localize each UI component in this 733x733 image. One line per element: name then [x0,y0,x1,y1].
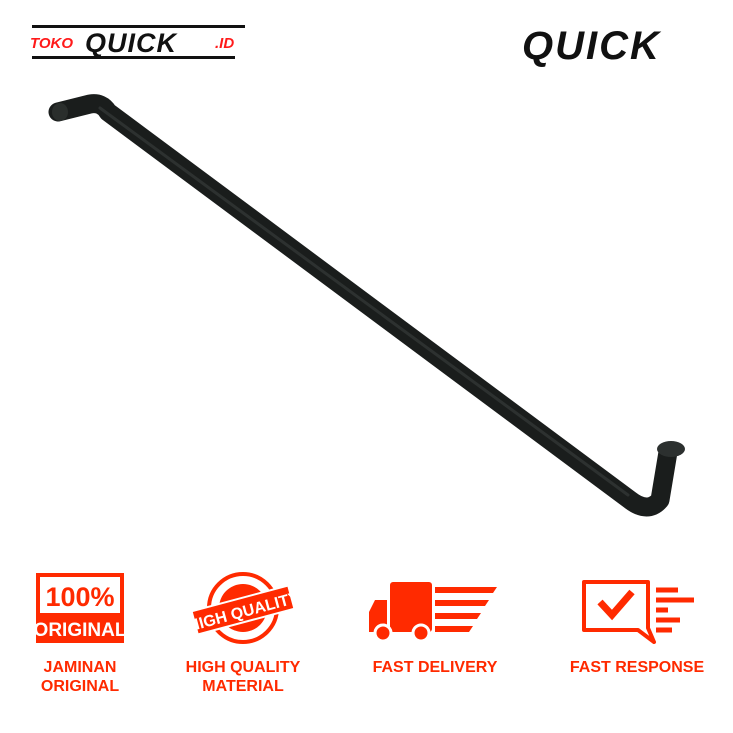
feature-high-quality: HIGH QUALITY HIGH QUALITY MATERIAL [153,570,333,696]
feature-label: MATERIAL [202,678,284,695]
svg-text:ORIGINAL: ORIGINAL [34,620,127,641]
feature-label: ORIGINAL [40,678,120,695]
chat-check-icon [582,580,694,644]
feature-label: JAMINAN [43,659,117,676]
tokoquick-logo: TOKO QUICK .ID [30,24,245,60]
feature-fast-delivery: FAST DELIVERY [345,570,525,677]
feature-original: 100% ORIGINAL JAMINAN ORIGINAL [0,570,170,696]
feature-label: HIGH QUALITY [185,659,301,676]
original-badge-icon: 100% ORIGINAL [34,573,127,643]
svg-text:100%: 100% [45,582,114,612]
logo-suffix: .ID [215,35,235,52]
logo-rule-bottom [32,56,235,59]
logo-rule-top [32,25,245,28]
feature-fast-response: FAST RESPONSE [547,570,727,677]
high-quality-stamp-icon: HIGH QUALITY [188,572,298,644]
delivery-truck-icon [369,582,497,643]
quick-brand-logo: QUICK [522,24,661,68]
logo-name: QUICK [85,28,177,58]
logo-prefix: TOKO [30,35,74,52]
feature-label: FAST RESPONSE [569,659,705,676]
feature-label: FAST DELIVERY [372,659,498,676]
